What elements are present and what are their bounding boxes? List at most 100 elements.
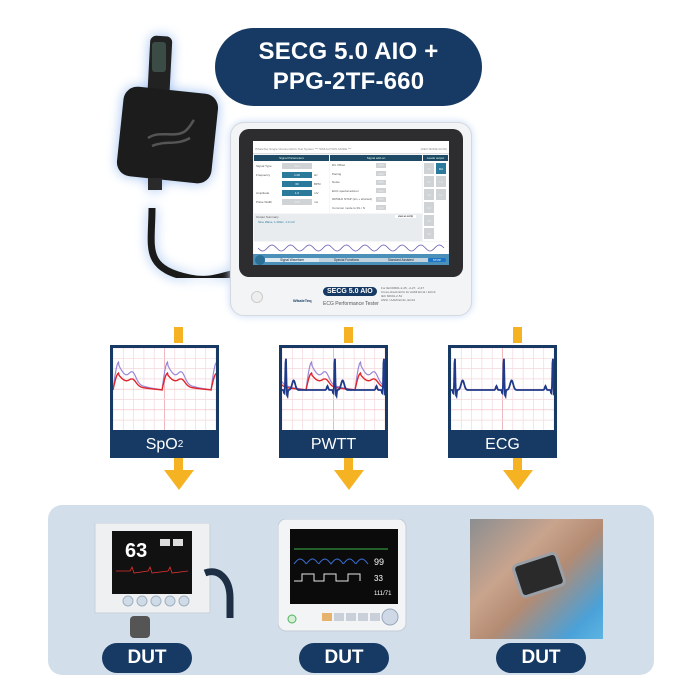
watch-face (510, 550, 568, 600)
addon-toggle[interactable]: OFF (376, 188, 386, 194)
output-summary-title: Output Summary (256, 215, 279, 219)
addon-toggle[interactable]: OFF (376, 162, 386, 168)
svg-text:111/71: 111/71 (374, 591, 392, 597)
arrow-stem-down-pwtt (344, 458, 353, 470)
param-label: Amplitude (256, 190, 270, 195)
param-value-field[interactable]: 100 (282, 198, 312, 205)
addon-label: Common mode to RL / N (332, 205, 366, 210)
signal-box-pwtt: PWTT (279, 345, 388, 458)
model-badge: SECG 5.0 AIO (323, 287, 377, 296)
lead-button-v1[interactable]: V1 (424, 163, 434, 174)
pleth-trace-red (113, 371, 216, 391)
param-label: Pulse Width (256, 199, 273, 204)
monitor-value: 63 (125, 540, 147, 562)
addon-toggle[interactable]: OFF (376, 171, 386, 177)
monitor-screen (290, 529, 398, 604)
patient-monitor-image: 63 (94, 523, 234, 638)
title-line-2: PPG-2TF-660 (272, 68, 425, 95)
param-value-field[interactable]: 1.0 (282, 189, 312, 196)
spo2-waveform (113, 348, 216, 430)
arrow-stem-pwtt (344, 327, 353, 343)
spec-line: Cross-check ECG for AAMI EC11 / EC13 (381, 290, 436, 294)
signal-box-ecg: ECG (448, 345, 557, 458)
addon-toggle[interactable]: OFF (376, 196, 386, 202)
lead-button-v6[interactable]: V6 (424, 228, 434, 239)
lead-button-v3[interactable]: V3 (424, 189, 434, 200)
lead-button-v5[interactable]: V5 (424, 215, 434, 226)
whale-logo-icon (147, 119, 195, 148)
panel-header: Leads output (423, 155, 448, 161)
addon-row: ECG special add-on OFF (330, 187, 422, 196)
arrow-down-icon (503, 470, 533, 490)
param-label: Signal Type (256, 163, 272, 168)
arrow-stem-down-spo2 (174, 458, 183, 470)
status-text: (DEV MODE 00:00) (420, 147, 447, 151)
addon-row: Pacing OFF (330, 170, 422, 179)
title-line-1: SECG 5.0 AIO + (258, 38, 439, 65)
lead-button-la[interactable]: LA (436, 176, 446, 187)
ecg-trace (451, 358, 554, 400)
param-unit: ms (314, 199, 318, 204)
dut-label-3: DUT (496, 643, 586, 673)
smartwatch-image (470, 519, 603, 639)
brand-logo: WhaleTeq (293, 298, 312, 303)
sine-wave-trace (257, 244, 445, 252)
secg-tester-device: WhaleTeq Single Channel ECG Test System … (230, 122, 472, 316)
output-summary-text: Sine Wave, 1.00Hz, 1.0 mV (258, 220, 295, 224)
param-unit: BPM (314, 181, 321, 186)
svg-text:33: 33 (374, 574, 383, 583)
output-summary-panel: Output Summary Sine Wave, 1.00Hz, 1.0 mV… (254, 214, 422, 241)
addon-row: 60/50Hz NTAP (sin + shorted)OFF (330, 195, 422, 204)
panel-header: Signal Parameters (254, 155, 329, 161)
param-label: Frequency (256, 172, 271, 177)
bottom-tab[interactable]: Standard Assisted (373, 257, 428, 262)
panel-header: Signal add-on (330, 155, 422, 161)
power-button[interactable] (251, 291, 263, 303)
param-row: Signal Type Sine (254, 161, 329, 170)
addon-toggle[interactable]: OFF (376, 179, 386, 185)
addon-label: ECG special add-on (332, 188, 359, 193)
screen-title-bar: WhaleTeq Single Channel ECG Test System … (253, 141, 449, 154)
signal-label: ECG (485, 435, 520, 453)
param-value-field[interactable]: Sine (282, 162, 312, 169)
lead-button-v2[interactable]: V2 (424, 176, 434, 187)
window-title: WhaleTeq Single Channel ECG Test System … (255, 147, 352, 151)
param-value-field[interactable]: 1.00 (282, 171, 312, 178)
ppg-sensor-illustration (116, 35, 250, 278)
signal-label: PWTT (310, 435, 357, 453)
param-value-field[interactable]: 60 (282, 180, 312, 187)
arrow-stem-ecg (513, 327, 522, 343)
addon-label: Pacing (332, 171, 342, 176)
spec-line: ANSI / AAMI EC11, EC13 (381, 298, 415, 302)
title-badge: SECG 5.0 AIO + PPG-2TF-660 (215, 28, 482, 106)
bottom-tab[interactable]: Signal Waveform (265, 257, 320, 262)
addon-row: Common mode to RL / N OFF (330, 204, 422, 213)
lead-button-ll[interactable]: LL (436, 189, 446, 200)
addon-toggle[interactable]: OFF (376, 205, 386, 211)
device-subtitle: ECG Performance Tester (323, 301, 379, 307)
arrow-down-icon (334, 470, 364, 490)
view-script-button[interactable]: view as script (394, 215, 416, 218)
pleth-trace-ir (113, 360, 216, 391)
stop-button[interactable]: STOP (427, 257, 446, 262)
settings-icon[interactable] (255, 254, 265, 265)
lead-button-ra[interactable]: RA (436, 163, 446, 174)
device-screen: WhaleTeq Single Channel ECG Test System … (253, 141, 449, 265)
lead-button-v4[interactable]: V4 (424, 202, 434, 213)
arrow-stem-spo2 (174, 327, 183, 343)
multiparameter-monitor-image: 99 33 111/71 (278, 519, 407, 632)
arrow-stem-down-ecg (513, 458, 522, 470)
bottom-tab[interactable]: Special Functions (319, 257, 374, 262)
